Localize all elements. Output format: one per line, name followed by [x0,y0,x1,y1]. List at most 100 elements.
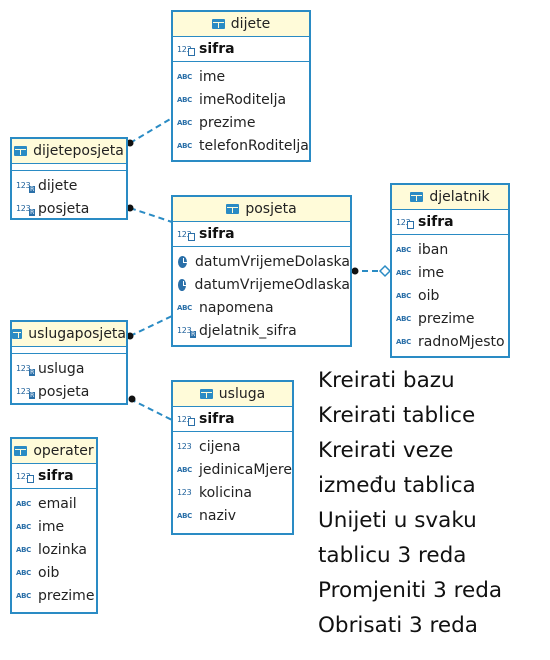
numeric-fk-icon: 123 [16,181,35,193]
task-line: Promjeniti 3 reda [318,578,503,603]
numeric-fk-icon: 123 [177,326,196,338]
column-name: sifra [199,226,235,242]
task-list: Kreirati bazu Kreirati tablice Kreirati … [318,363,502,643]
text-icon: ABC [177,118,192,127]
text-icon: ABC [16,499,31,508]
column-name: naziv [199,507,236,524]
column-name: prezime [199,114,256,131]
numeric-fk-icon: 123 [16,204,35,216]
numeric-fk-icon: 123 [16,364,35,376]
primary-key-icon: 123 [177,230,195,241]
numeric-fk-icon: 123 [16,387,35,399]
column-row: ABC lozinka [12,538,96,561]
entity-header: posjeta [173,197,350,222]
column-row: 123usluga [12,357,126,380]
entity-title: djelatnik [429,189,490,205]
text-icon: ABC [16,568,31,577]
column-name: jedinicaMjere [199,461,292,478]
clock-icon [178,278,188,291]
column-name: ime [199,68,226,85]
column-name: cijena [199,438,241,455]
relation-end-dot [126,204,134,212]
primary-key-icon: 123 [396,218,414,229]
column-name: oib [418,287,440,304]
entity-header: uslugaposjeta [12,322,126,347]
relation-dijeteposjeta-posjeta [129,207,173,223]
entity-header: operater [12,439,96,464]
text-icon: ABC [177,511,192,520]
entity-title: operater [33,443,94,459]
entity-posjeta[interactable]: posjeta 123 sifra datumVrijemeDolaska dat… [171,195,352,347]
relation-end-dot [128,395,136,403]
entity-uslugaposjeta[interactable]: uslugaposjeta 123usluga 123posjeta [10,320,128,405]
entity-title: uslugaposjeta [28,326,126,342]
table-icon [14,446,28,456]
text-icon: ABC [396,314,411,323]
column-name: djelatnik_sifra [199,322,297,339]
relation-dijeteposjeta-dijete [129,117,173,144]
table-icon [226,204,240,214]
column-row: ABC oib [392,284,508,307]
column-row: 123posjeta [12,197,126,220]
column-name: lozinka [38,541,88,558]
column-row: 123posjeta [12,380,126,403]
column-name: usluga [38,360,85,377]
task-line: između tablica [318,473,476,498]
relation-uslugaposjeta-posjeta [129,315,173,337]
primary-key-icon: 123 [16,472,34,483]
primary-key-row: 123 sifra [173,222,350,247]
table-icon [211,19,225,29]
text-icon: ABC [396,337,411,346]
relation-uslugaposjeta-usluga [129,398,173,421]
column-name: kolicina [199,484,252,501]
column-name: radnoMjesto [418,333,505,350]
task-line: tablicu 3 reda [318,543,467,568]
text-icon: ABC [177,141,192,150]
entity-title: dijete [230,16,271,32]
text-icon: ABC [396,291,411,300]
column-name: datumVrijemeOdlaska [194,276,350,293]
entity-title: usluga [218,386,266,402]
column-row: ABC telefonRoditelja [173,134,309,157]
relation-end-dot [126,332,134,340]
table-icon [410,192,424,202]
empty-key-section [12,164,126,171]
column-name: prezime [418,310,475,327]
clock-icon [178,255,187,268]
primary-key-row: 123 sifra [12,464,96,489]
entity-dijeteposjeta[interactable]: dijeteposjeta 123dijete 123posjeta [10,137,128,220]
table-icon [199,389,213,399]
column-name: telefonRoditelja [199,137,309,154]
column-row: 123djelatnik_sifra [173,319,350,342]
entity-header: dijeteposjeta [12,139,126,164]
column-name: prezime [38,587,95,604]
column-name: email [38,495,77,512]
empty-key-section [12,347,126,354]
column-row: datumVrijemeDolaska [173,250,350,273]
column-name: sifra [38,468,74,484]
task-line: Kreirati veze [318,438,454,463]
text-icon: ABC [16,545,31,554]
text-icon: ABC [396,268,411,277]
primary-key-icon: 123 [177,45,195,56]
column-name: iban [418,241,449,258]
column-row: ABC prezime [173,111,309,134]
column-row: ABC email [12,492,96,515]
column-row: datumVrijemeOdlaska [173,273,350,296]
relation-end-dot [351,267,359,275]
